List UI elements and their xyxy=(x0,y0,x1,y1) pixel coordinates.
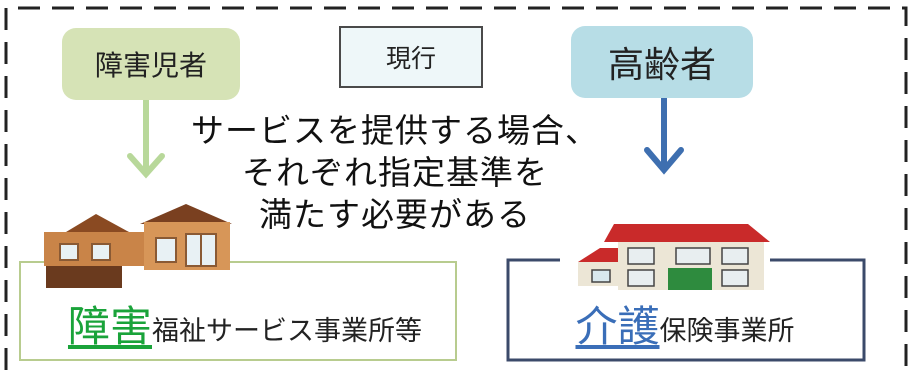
explanation-text: サービスを提供する場合、 それぞれ指定基準を 満たす必要がある xyxy=(180,110,610,236)
facility-disabled-small: 福祉サービス事業所等 xyxy=(152,316,422,347)
arrow-disabled xyxy=(127,95,165,179)
label-elderly-text: 高齢者 xyxy=(607,45,716,86)
care-facility-box xyxy=(506,258,866,362)
label-elderly: 高齢者 xyxy=(571,26,753,98)
arrow-elderly xyxy=(644,95,684,175)
disabled-facility-box xyxy=(19,261,457,361)
dashed-border xyxy=(4,6,908,370)
facility-care-big: 介護 xyxy=(575,302,660,351)
facility-care: 介護 保険事業所 xyxy=(510,294,860,354)
facility-disabled-big: 障害 xyxy=(67,302,152,351)
explanation-line-2: それぞれ指定基準を xyxy=(242,153,548,192)
label-disabled-text: 障害児者 xyxy=(94,49,207,82)
house-disabled-icon xyxy=(44,204,232,288)
label-current-text: 現行 xyxy=(385,44,436,73)
explanation-line-1: サービスを提供する場合、 xyxy=(191,111,599,150)
label-current: 現行 xyxy=(339,26,483,88)
facility-disabled: 障害 福祉サービス事業所等 xyxy=(40,294,450,354)
facility-care-small: 保険事業所 xyxy=(659,316,795,347)
house-care-icon xyxy=(578,224,770,290)
label-disabled: 障害児者 xyxy=(62,28,240,100)
explanation-line-3: 満たす必要がある xyxy=(259,195,531,234)
